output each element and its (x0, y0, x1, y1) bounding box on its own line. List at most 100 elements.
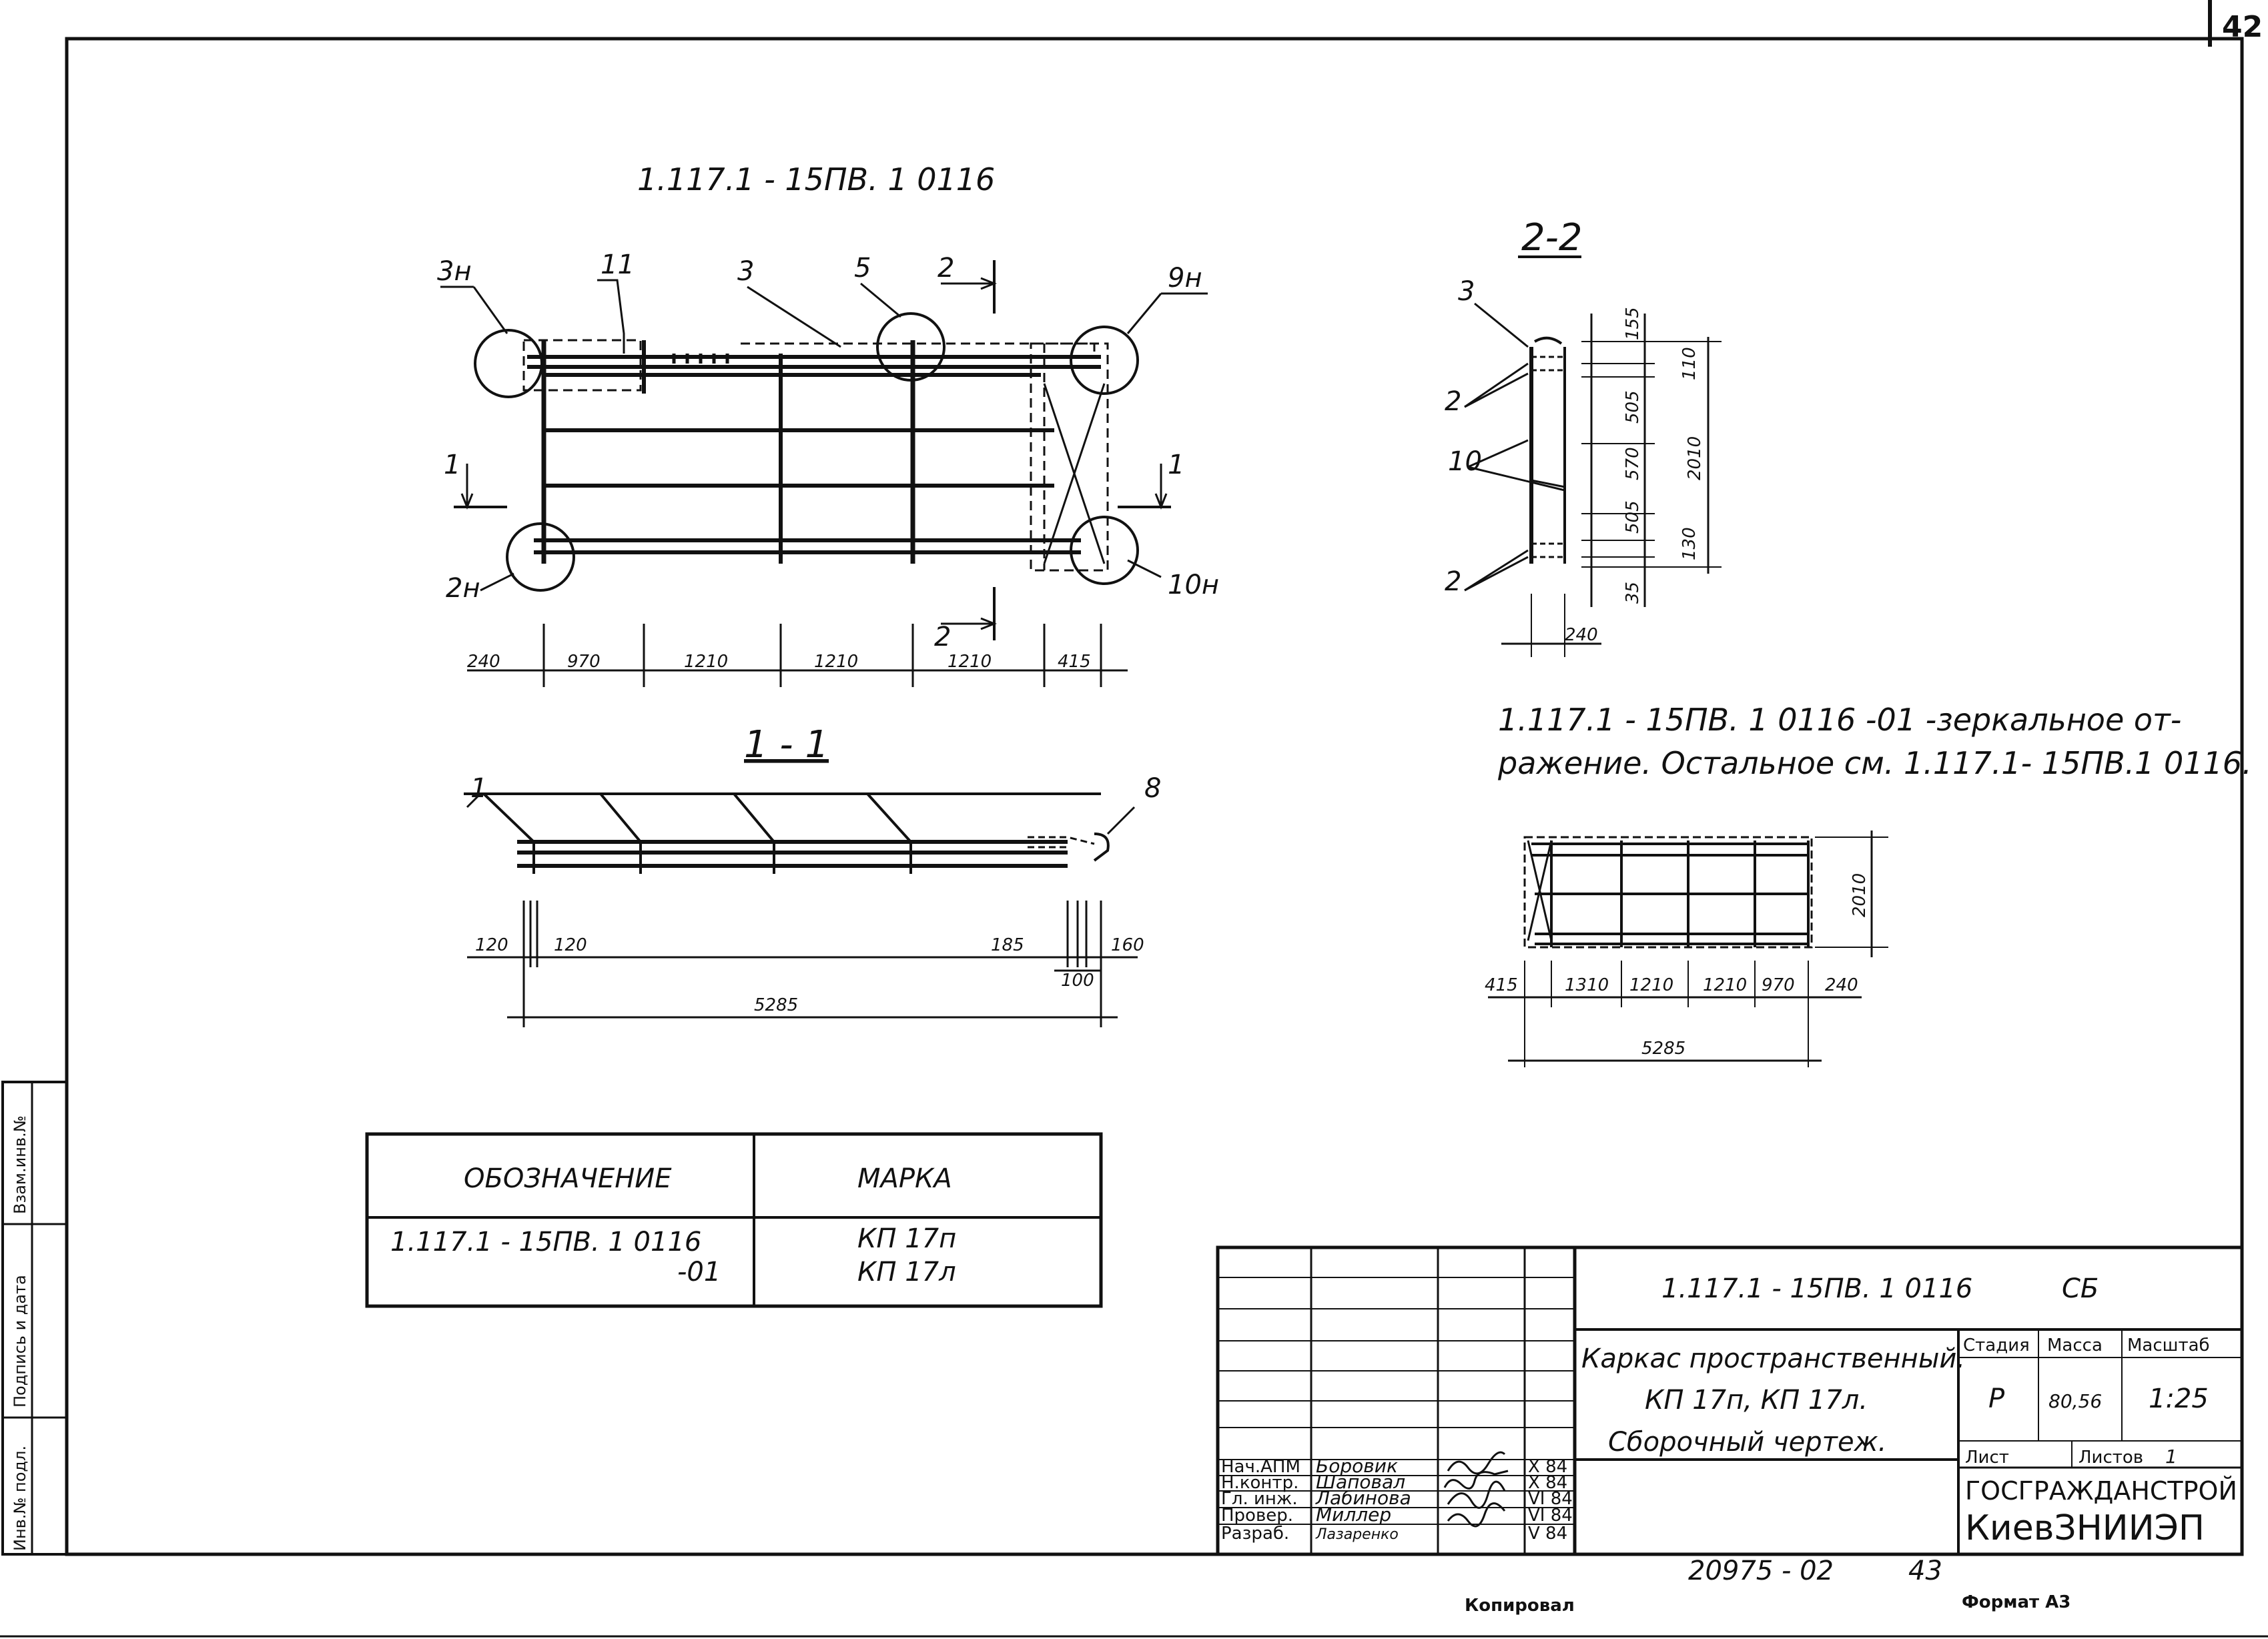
tb-name-line-3: Сборочный чертеж. (1608, 1427, 1886, 1458)
designation-suffix: -01 (677, 1257, 721, 1287)
leader-11: 11 (601, 249, 635, 280)
tb-doc-type: СБ (2062, 1273, 2099, 1304)
staff-date-4: V 84 (1528, 1524, 1567, 1544)
staff-role-4: Разраб. (1221, 1524, 1289, 1544)
section-1-1-dim-120-right: 120 (554, 935, 587, 955)
small-view-dim-970: 970 (1762, 975, 1795, 995)
drawing-top-title: 1.117.1 - 15ПВ. 1 0116 (637, 161, 995, 197)
section-1-1-view (464, 792, 1138, 1027)
staff-name-4: Лазаренко (1315, 1526, 1399, 1543)
section-mark-1-right: 1 (1168, 450, 1184, 480)
tb-mass-label: Масса (2047, 1335, 2103, 1355)
small-view-dim-415: 415 (1485, 975, 1518, 995)
staff-name-0: Боровик (1316, 1455, 1398, 1477)
tb-stage-label: Стадия (1963, 1335, 2030, 1355)
designation-table (365, 1132, 1103, 1308)
left-margin-strip (1, 1081, 68, 1556)
section-mark-1-left: 1 (444, 450, 460, 480)
leader-3: 3 (737, 256, 754, 287)
section-2-2-dim-110: 110 (1679, 347, 1699, 380)
archive-number: 20975 - 02 (1688, 1556, 1834, 1586)
tb-code: 1.117.1 - 15ПВ. 1 0116 (1661, 1273, 1972, 1304)
tb-sheets-count: 1 (2165, 1446, 2177, 1468)
archive-sheet: 43 (1908, 1556, 1942, 1586)
tb-name-line-1: Каркас пространственный. (1581, 1343, 1965, 1374)
section-2-2-dim-155: 155 (1623, 307, 1643, 340)
plan-dim-1210-c: 1210 (948, 652, 992, 672)
mark-header: МАРКА (857, 1163, 952, 1194)
section-2-2-view (1464, 255, 1722, 657)
staff-role-1: Н.контр. (1221, 1473, 1298, 1493)
section-2-2-leader-10: 10 (1448, 446, 1482, 477)
staff-date-0: X 84 (1528, 1457, 1567, 1477)
designation-code: 1.117.1 - 15ПВ. 1 0116 (390, 1227, 701, 1257)
section-1-1-leader-8: 8 (1144, 773, 1161, 804)
plan-dim-240: 240 (467, 652, 500, 672)
tb-stage: Р (1988, 1384, 2005, 1414)
mirror-note-line-1: 1.117.1 - 15ПВ. 1 0116 -01 -зеркальное о… (1498, 702, 2181, 738)
leader-3n: 3н (437, 256, 472, 287)
section-1-1-dim-185: 185 (991, 935, 1024, 955)
staff-name-1: Шаповал (1316, 1471, 1405, 1493)
plan-view (440, 260, 1208, 687)
section-2-2-leader-2-top: 2 (1445, 386, 1461, 417)
small-view (1488, 831, 1888, 1067)
section-2-2-leader-2-bottom: 2 (1445, 566, 1461, 597)
tb-name-line-2: КП 17п, КП 17л. (1645, 1385, 1868, 1416)
tb-sheets-label: Листов (2078, 1448, 2143, 1468)
section-2-2-dim-35: 35 (1623, 582, 1643, 604)
section-1-1-title: 1 - 1 (744, 723, 829, 766)
section-1-1-leader-1: 1 (470, 773, 487, 804)
tb-org-1: ГОСГРАЖДАНСТРОЙ (1965, 1476, 2237, 1506)
section-2-2-dim-505-top: 505 (1623, 390, 1643, 424)
format-label: Формат А3 (1962, 1592, 2070, 1612)
section-2-2-title: 2-2 (1521, 216, 1582, 259)
section-2-2-dim-240: 240 (1565, 625, 1598, 645)
leader-2-section-top: 2 (937, 253, 954, 284)
margin-signature-date: Подпись и дата (11, 1275, 29, 1408)
leader-9n: 9н (1168, 263, 1202, 294)
staff-role-3: Провер. (1221, 1506, 1293, 1526)
leader-5: 5 (854, 253, 871, 284)
section-1-1-dim-100: 100 (1061, 971, 1094, 991)
designation-header: ОБОЗНАЧЕНИЕ (464, 1163, 672, 1194)
staff-date-3: VI 84 (1528, 1506, 1573, 1526)
sheet-number: 42 (2222, 10, 2263, 44)
plan-dim-1210-b: 1210 (814, 652, 858, 672)
signatures (1443, 1451, 1509, 1528)
plan-dim-1210-a: 1210 (684, 652, 728, 672)
staff-date-2: VI 84 (1528, 1489, 1573, 1509)
staff-date-1: X 84 (1528, 1473, 1567, 1493)
section-2-2-dim-570: 570 (1623, 447, 1643, 480)
tb-sheet-label: Лист (1965, 1448, 2009, 1468)
leader-2n: 2н (446, 573, 480, 604)
copied-label: Копировал (1465, 1596, 1575, 1616)
small-view-dim-240: 240 (1825, 975, 1858, 995)
small-view-dim-2010: 2010 (1850, 873, 1870, 917)
mirror-note-line-2: ражение. Остальное см. 1.117.1- 15ПВ.1 0… (1497, 745, 2252, 781)
section-2-2-dim-2010: 2010 (1685, 436, 1705, 480)
tb-mass: 80,56 (2048, 1390, 2102, 1412)
small-view-dim-5285: 5285 (1641, 1039, 1685, 1059)
small-view-dim-1210-a: 1210 (1629, 975, 1673, 995)
mark-kp17p: КП 17п (857, 1223, 956, 1254)
small-view-dim-1310: 1310 (1565, 975, 1609, 995)
mark-kp17l: КП 17л (857, 1257, 956, 1287)
margin-replacement-inv: Взам.инв.№ (11, 1115, 29, 1214)
staff-name-3: Миллер (1316, 1504, 1391, 1526)
leader-10n: 10н (1168, 570, 1219, 600)
section-1-1-dim-120-left: 120 (475, 935, 508, 955)
tb-scale-label: Масштаб (2127, 1335, 2210, 1355)
title-block (1216, 1245, 2244, 1556)
plan-dim-415: 415 (1058, 652, 1091, 672)
section-2-2-leader-3: 3 (1458, 276, 1475, 307)
staff-role-2: Гл. инж. (1221, 1489, 1298, 1509)
tb-scale: 1:25 (2149, 1384, 2209, 1414)
section-2-2-dim-505-bottom: 505 (1623, 500, 1643, 534)
drawing-frame (65, 37, 2244, 1556)
section-2-2-dim-130: 130 (1679, 527, 1699, 560)
staff-name-2: Лабинова (1315, 1487, 1411, 1509)
section-mark-2-bottom: 2 (934, 622, 951, 652)
small-view-dim-1210-b: 1210 (1703, 975, 1747, 995)
